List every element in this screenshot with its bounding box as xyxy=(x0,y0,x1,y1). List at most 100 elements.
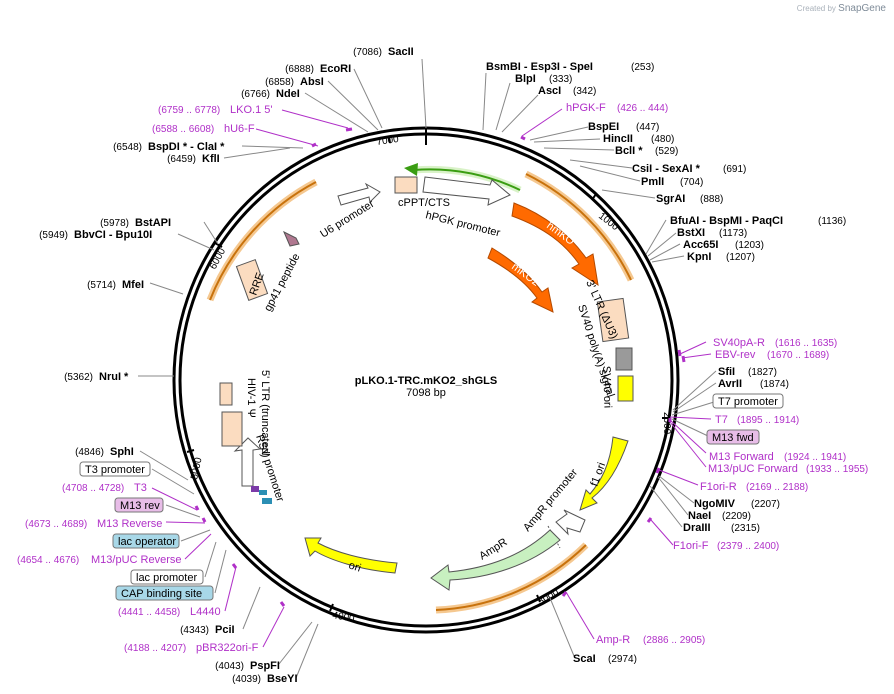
enzyme-pos: (529) xyxy=(655,146,678,157)
enzyme-name: BspDI * - ClaI * xyxy=(148,141,225,153)
enzyme-name: BseYI xyxy=(267,673,298,685)
tick-label-3000: 3000 xyxy=(536,587,561,608)
enzyme-pos: (4343) xyxy=(180,625,209,636)
primer-name: LKO.1 5' xyxy=(230,104,272,116)
boxed-feature-labels: T3 promoter M13 rev lac operator lac pro… xyxy=(79,393,784,601)
enzyme-name: PmlI xyxy=(641,176,664,188)
label-gp41: gp41 peptide xyxy=(262,252,302,314)
enzyme-name: SacII xyxy=(388,46,414,58)
enzyme-name: BclI * xyxy=(615,145,643,157)
label-hiv-psi: HIV-1 Ψ xyxy=(245,378,257,418)
orf-arc-green xyxy=(413,168,521,191)
primer-labels: (6759 .. 6778) LKO.1 5' (6588 .. 6608) h… xyxy=(17,102,868,654)
mark-teal-2 xyxy=(262,498,272,504)
primer-pos: (1933 .. 1955) xyxy=(806,464,868,475)
primer-name: hU6-F xyxy=(224,123,255,135)
plasmid-length: 7098 bp xyxy=(406,387,446,399)
boxed-label: lac operator xyxy=(118,536,176,548)
primer-name: M13 Forward xyxy=(709,451,774,463)
ltr3-box xyxy=(596,297,630,343)
sv40-ori-box xyxy=(617,375,634,402)
primer-name: M13/pUC Reverse xyxy=(91,554,181,566)
enzyme-labels-left: (7086) SacII (6888) EcoRI (6858) AbsI (6… xyxy=(39,46,414,685)
tick-label-2000: 2000 xyxy=(661,412,672,435)
enzyme-pos: (1874) xyxy=(760,379,789,390)
primer-pos: (1670 .. 1689) xyxy=(767,350,829,361)
enzyme-pos: (5362) xyxy=(64,372,93,383)
primer-pos: (4673 .. 4689) xyxy=(25,519,87,530)
primer-pos: (2169 .. 2188) xyxy=(746,482,808,493)
cppt-box xyxy=(394,176,418,194)
enzyme-name: BsmBI - Esp3I - SpeI xyxy=(486,61,593,73)
enzyme-pos: (2315) xyxy=(731,523,760,534)
enzyme-name: NgoMIV xyxy=(694,498,736,510)
enzyme-name: AbsI xyxy=(300,76,324,88)
sv40-polya-box xyxy=(615,347,633,371)
primer-name: F1ori-R xyxy=(700,481,737,493)
enzyme-name: CsiI - SexAI * xyxy=(632,163,701,175)
enzyme-name: EcoRI xyxy=(320,63,351,75)
primer-name: L4440 xyxy=(190,606,221,618)
primer-name: F1ori-F xyxy=(673,540,709,552)
tick-label-7000: 7000 xyxy=(376,134,400,148)
enzyme-pos: (4043) xyxy=(215,661,244,672)
enzyme-name: MfeI xyxy=(122,279,144,291)
primer-pos: (4708 .. 4728) xyxy=(62,483,124,494)
enzyme-pos: (2974) xyxy=(608,654,637,665)
enzyme-pos: (6459) xyxy=(167,154,196,165)
enzyme-name: SphI xyxy=(110,446,134,458)
label-ltr5: 5' LTR (truncated) xyxy=(259,370,271,457)
orf-arc-green-arrowhead xyxy=(404,163,418,176)
enzyme-name: NdeI xyxy=(276,88,300,100)
primer-name: T3 xyxy=(134,482,147,494)
ori-arrow xyxy=(304,537,398,574)
mark-purple xyxy=(251,486,259,492)
enzyme-name: BlpI xyxy=(515,73,536,85)
boxed-label: T3 promoter xyxy=(85,464,145,476)
enzyme-name: SfiI xyxy=(718,366,735,378)
label-ori: ori xyxy=(347,559,362,574)
enzyme-labels-right: BsmBI - Esp3I - SpeI (253) BlpI (333) As… xyxy=(486,61,846,665)
tick-label-5000: 5000 xyxy=(189,456,204,480)
enzyme-name: SgrAI xyxy=(656,193,685,205)
primer-name: M13/pUC Forward xyxy=(708,463,798,475)
credit-text: Created by xyxy=(796,4,836,13)
primer-pos: (2886 .. 2905) xyxy=(643,635,705,646)
enzyme-name: BfuAI - BspMI - PaqCI xyxy=(670,215,783,227)
label-u6-promoter: U6 promoter xyxy=(318,198,376,241)
boxed-label: M13 fwd xyxy=(712,432,754,444)
enzyme-pos: (2209) xyxy=(722,511,751,522)
hiv-psi-box xyxy=(219,382,233,406)
label-sv40ori: SV40 ori xyxy=(600,366,613,409)
enzyme-name: KflI xyxy=(202,153,220,165)
enzyme-name: ScaI xyxy=(573,653,596,665)
enzyme-pos: (342) xyxy=(573,86,596,97)
enzyme-pos: (7086) xyxy=(353,47,382,58)
primer-name: hPGK-F xyxy=(566,102,606,114)
enzyme-name: Acc65I xyxy=(683,239,718,251)
boxed-label: M13 rev xyxy=(120,500,160,512)
label-cppt: cPPT/CTS xyxy=(398,197,450,209)
enzyme-name: BstXI xyxy=(677,227,705,239)
enzyme-name: BstAPI xyxy=(135,217,171,229)
enzyme-pos: (447) xyxy=(636,122,659,133)
enzyme-pos: (6548) xyxy=(113,142,142,153)
primer-pos: (2379 .. 2400) xyxy=(717,541,779,552)
primer-name: pBR322ori-F xyxy=(196,642,259,654)
mko2-arrow xyxy=(487,247,554,313)
enzyme-name: BspEI xyxy=(588,121,619,133)
f1-ori-arrow xyxy=(579,436,629,511)
primer-pos: (4441 .. 4458) xyxy=(118,607,180,618)
primer-name: T7 xyxy=(715,414,728,426)
gp41-arrow xyxy=(283,230,300,247)
primer-pos: (426 .. 444) xyxy=(617,103,668,114)
primer-pos: (6759 .. 6778) xyxy=(158,105,220,116)
enzyme-pos: (4846) xyxy=(75,447,104,458)
label-hpgk: hPGK promoter xyxy=(424,209,501,239)
enzyme-pos: (6888) xyxy=(285,64,314,75)
enzyme-name: BbvCI - Bpu10I xyxy=(74,229,152,241)
enzyme-pos: (253) xyxy=(631,62,654,73)
rsv-promoter-arrow xyxy=(233,437,262,487)
enzyme-pos: (1203) xyxy=(735,240,764,251)
mark-teal xyxy=(259,490,267,495)
